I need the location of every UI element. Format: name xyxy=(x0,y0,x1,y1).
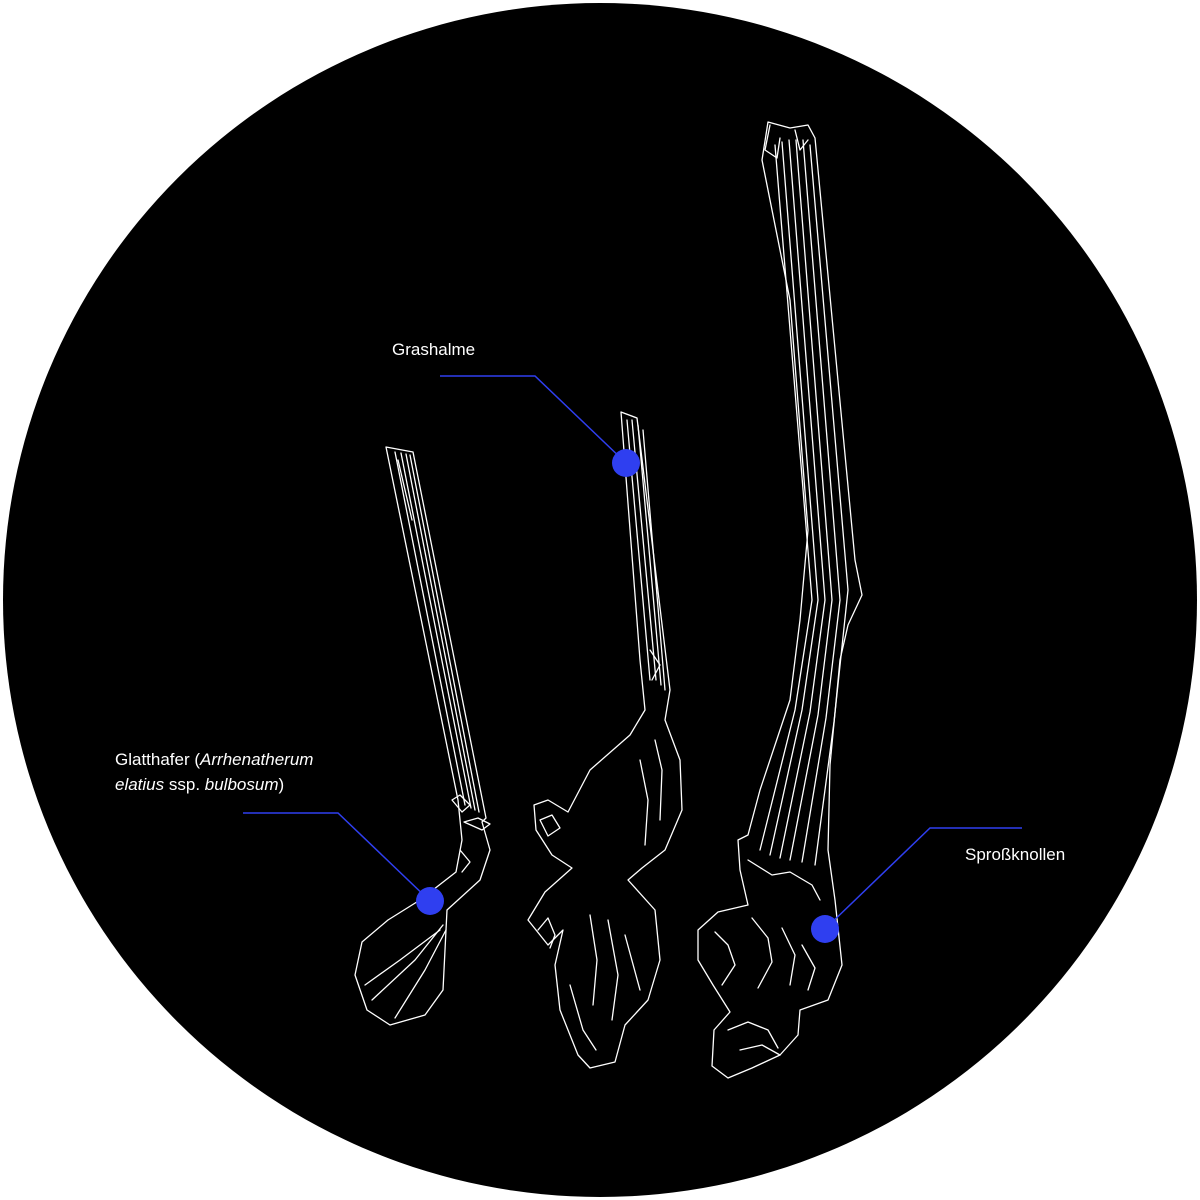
label-glatthafer-part4: ) xyxy=(278,775,285,794)
label-grashalme-text: Grashalme xyxy=(392,340,476,359)
label-grashalme: Grashalme xyxy=(392,337,475,362)
label-glatthafer-part1: Glatthafer ( xyxy=(115,750,201,769)
label-sprossknollen-text: Sproßknollen xyxy=(965,845,1066,864)
label-sprossknollen: Sproßknollen xyxy=(965,842,1065,867)
label-glatthafer-line1: Glatthafer (Arrhenatherum xyxy=(115,747,313,772)
right-plant xyxy=(697,121,863,1079)
leader-line-glatthafer xyxy=(243,812,431,902)
left-plant xyxy=(354,446,491,1026)
marker-grashalme[interactable] xyxy=(612,449,640,477)
label-glatthafer-genus: Arrhenatherum xyxy=(200,750,314,769)
middle-plant xyxy=(527,411,683,1069)
leader-line-grashalme xyxy=(440,375,627,464)
label-glatthafer-line2: elatius ssp. bulbosum) xyxy=(115,772,313,797)
label-glatthafer-subspecies: bulbosum xyxy=(204,775,279,794)
marker-glatthafer[interactable] xyxy=(416,887,444,915)
background-circle xyxy=(3,3,1197,1197)
label-glatthafer: Glatthafer (Arrhenatherum elatius ssp. b… xyxy=(115,747,313,797)
marker-sprossknollen[interactable] xyxy=(811,915,839,943)
leader-line-sprossknollen xyxy=(824,827,1022,930)
label-glatthafer-species: elatius xyxy=(115,775,165,794)
label-glatthafer-part3: ssp. xyxy=(164,775,205,794)
